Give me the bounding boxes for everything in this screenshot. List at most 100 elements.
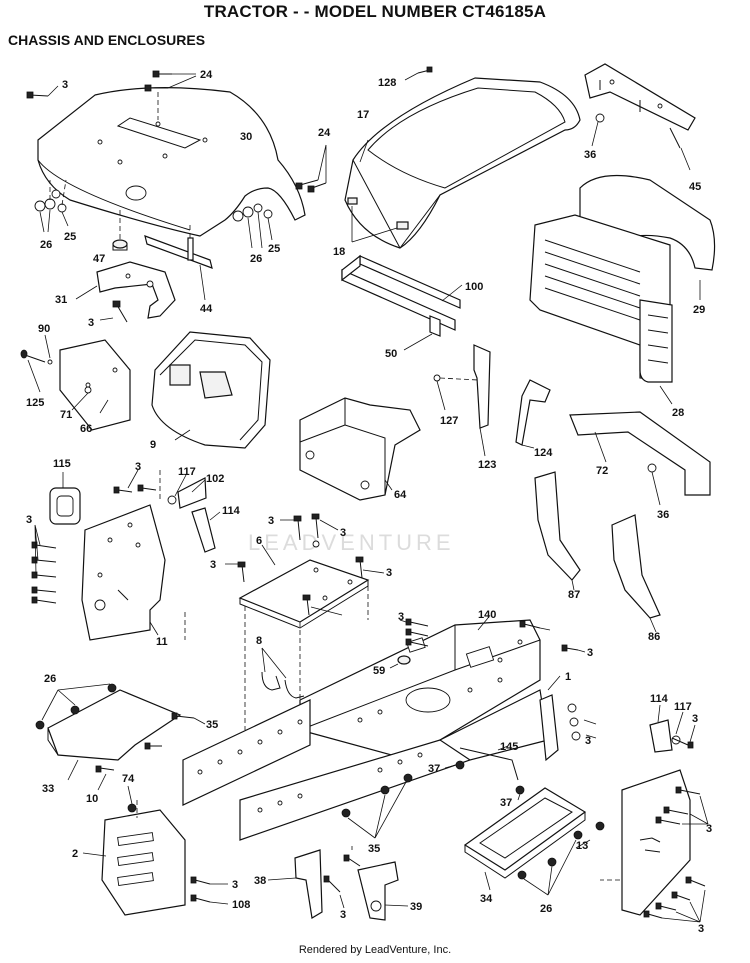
callout-64: 64 <box>394 489 407 501</box>
callout-10: 10 <box>86 793 98 805</box>
callout-117: 117 <box>178 466 196 478</box>
part-9-dash-panel <box>151 331 271 449</box>
callout-30: 30 <box>240 131 252 143</box>
watermark-text: LEADVENTURE <box>248 530 455 555</box>
callout-86: 86 <box>648 631 660 643</box>
callout-124: 124 <box>534 447 553 459</box>
callout-34: 34 <box>480 893 493 905</box>
part-6-plate <box>238 544 370 629</box>
callout-24: 24 <box>318 127 331 139</box>
bolts-3-108-lower <box>190 876 229 905</box>
callout-36: 36 <box>584 149 596 161</box>
bolts-3-frame <box>389 618 586 669</box>
part-100-50-rails <box>341 254 463 351</box>
callout-26: 26 <box>40 239 52 251</box>
callout-3: 3 <box>698 923 704 935</box>
callout-128: 128 <box>378 77 396 89</box>
callout-59: 59 <box>373 665 385 677</box>
callout-26: 26 <box>250 253 262 265</box>
callout-123: 123 <box>478 459 496 471</box>
callout-3: 3 <box>587 647 593 659</box>
callout-29: 29 <box>693 304 705 316</box>
callout-50: 50 <box>385 348 397 360</box>
callout-38: 38 <box>254 875 266 887</box>
washers-25-26-right <box>232 203 273 249</box>
callout-36: 36 <box>657 509 669 521</box>
part-34-footrest-right <box>463 787 587 891</box>
callout-3: 3 <box>88 317 94 329</box>
bolts-3-upper-center <box>113 469 157 494</box>
part-2-front-plate <box>82 809 186 916</box>
alignment-dashes <box>136 470 620 881</box>
callout-74: 74 <box>122 773 135 785</box>
right-side-panel <box>621 704 696 916</box>
bolts-3-plate-6 <box>225 513 385 616</box>
part-102-114-117-bracket <box>167 474 221 553</box>
screw-36-top <box>591 113 605 147</box>
bolts-3-right-cluster <box>643 786 709 923</box>
nuts-26-13-right <box>517 821 605 896</box>
diagram-title: TRACTOR - - MODEL NUMBER CT46185A <box>203 2 547 21</box>
callout-28: 28 <box>672 407 684 419</box>
callout-72: 72 <box>596 465 608 477</box>
callout-31: 31 <box>55 294 67 306</box>
callout-100: 100 <box>465 281 483 293</box>
callout-9: 9 <box>150 439 156 451</box>
callout-108: 108 <box>232 899 250 911</box>
callout-6: 6 <box>256 535 262 547</box>
callout-33: 33 <box>42 783 54 795</box>
callout-115: 115 <box>53 458 71 470</box>
part-72-bracket <box>569 411 711 496</box>
bolt-3-mid-left <box>99 300 128 323</box>
part-64-seat-bracket <box>299 397 421 501</box>
callout-125: 125 <box>26 397 44 409</box>
section-subtitle: CHASSIS AND ENCLOSURES <box>8 32 206 48</box>
callout-25: 25 <box>64 231 76 243</box>
callout-47: 47 <box>93 253 105 265</box>
callout-18: 18 <box>333 246 345 258</box>
callout-26: 26 <box>540 903 552 915</box>
callout-1: 1 <box>565 671 571 683</box>
callout-3: 3 <box>340 909 346 921</box>
callout-140: 140 <box>478 609 496 621</box>
callout-3: 3 <box>210 559 216 571</box>
part-145-rod-and-37 <box>444 745 525 801</box>
part-115-grommet <box>49 472 81 525</box>
callout-8: 8 <box>256 635 262 647</box>
bolt-3-top-left <box>26 85 59 99</box>
callout-11: 11 <box>156 636 168 648</box>
callout-3: 3 <box>706 823 712 835</box>
frame-rails <box>182 689 549 841</box>
callout-3: 3 <box>692 713 698 725</box>
callout-87: 87 <box>568 589 580 601</box>
screw-36-right <box>647 463 661 506</box>
callout-114: 114 <box>650 693 669 705</box>
callout-3: 3 <box>386 567 392 579</box>
part-66-panel-and-screws <box>20 334 131 431</box>
callout-44: 44 <box>200 303 213 315</box>
part-11-side-panel <box>81 504 166 641</box>
callout-37: 37 <box>500 797 512 809</box>
part-45-bracket <box>584 63 696 171</box>
part-8-clips <box>261 647 305 699</box>
callout-3: 3 <box>62 79 68 91</box>
callout-102: 102 <box>206 473 224 485</box>
callout-3: 3 <box>340 527 346 539</box>
callout-17: 17 <box>357 109 369 121</box>
callout-90: 90 <box>38 323 50 335</box>
part-17-hood <box>344 77 581 249</box>
callout-37: 37 <box>428 763 440 775</box>
callout-24: 24 <box>200 69 213 81</box>
part-123-124-127 <box>433 344 551 457</box>
part-140-main-frame <box>299 617 561 761</box>
part-33-footrest-left <box>35 683 206 791</box>
callout-35: 35 <box>206 719 218 731</box>
bolts-24-right <box>295 144 327 193</box>
callout-39: 39 <box>410 901 422 913</box>
bolts-3-left-cluster <box>31 524 57 604</box>
callout-26: 26 <box>44 673 56 685</box>
callout-2: 2 <box>72 848 78 860</box>
part-30-fender-hood <box>37 87 306 237</box>
callout-66: 66 <box>80 423 92 435</box>
